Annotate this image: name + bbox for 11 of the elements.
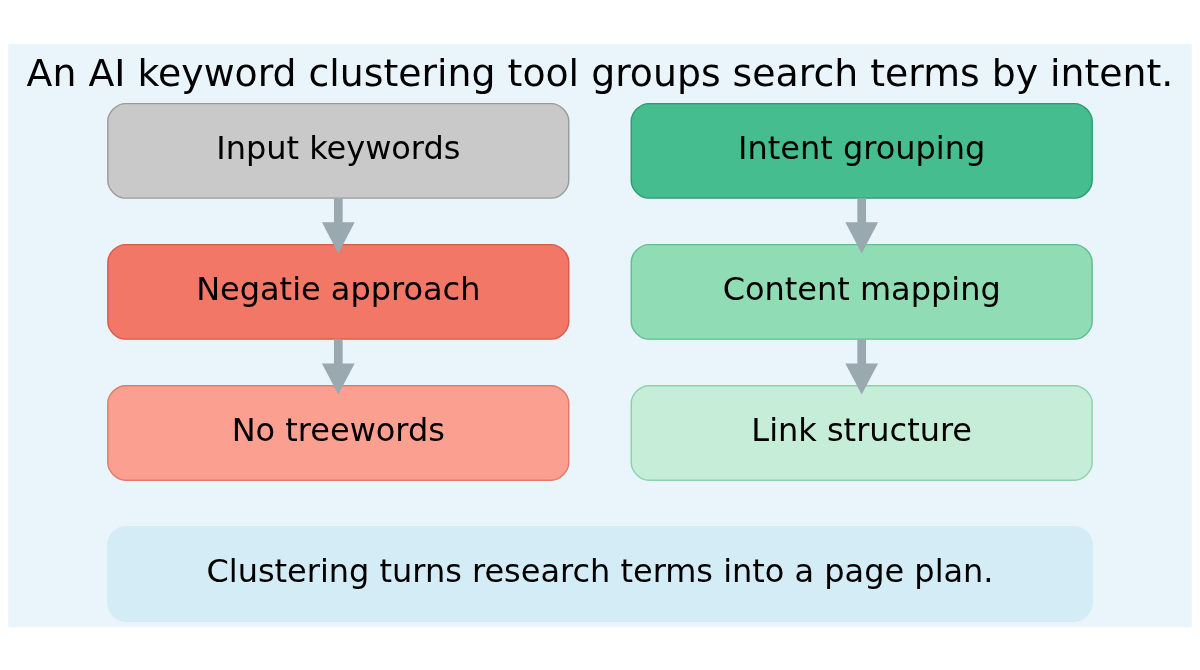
arrow	[845, 338, 879, 395]
diagram-title: An AI keyword clustering tool groups search terms by intent.	[26, 50, 1174, 95]
node-box: Link structure	[630, 384, 1093, 481]
node-box: Intent grouping	[630, 102, 1093, 199]
node-box: No treewords	[107, 384, 570, 481]
node-box: Input keywords	[107, 102, 570, 199]
arrow	[321, 338, 355, 395]
node-box: Negatie approach	[107, 243, 570, 340]
node-box: Content mapping	[630, 243, 1093, 340]
arrow	[845, 197, 879, 254]
arrow	[321, 197, 355, 254]
